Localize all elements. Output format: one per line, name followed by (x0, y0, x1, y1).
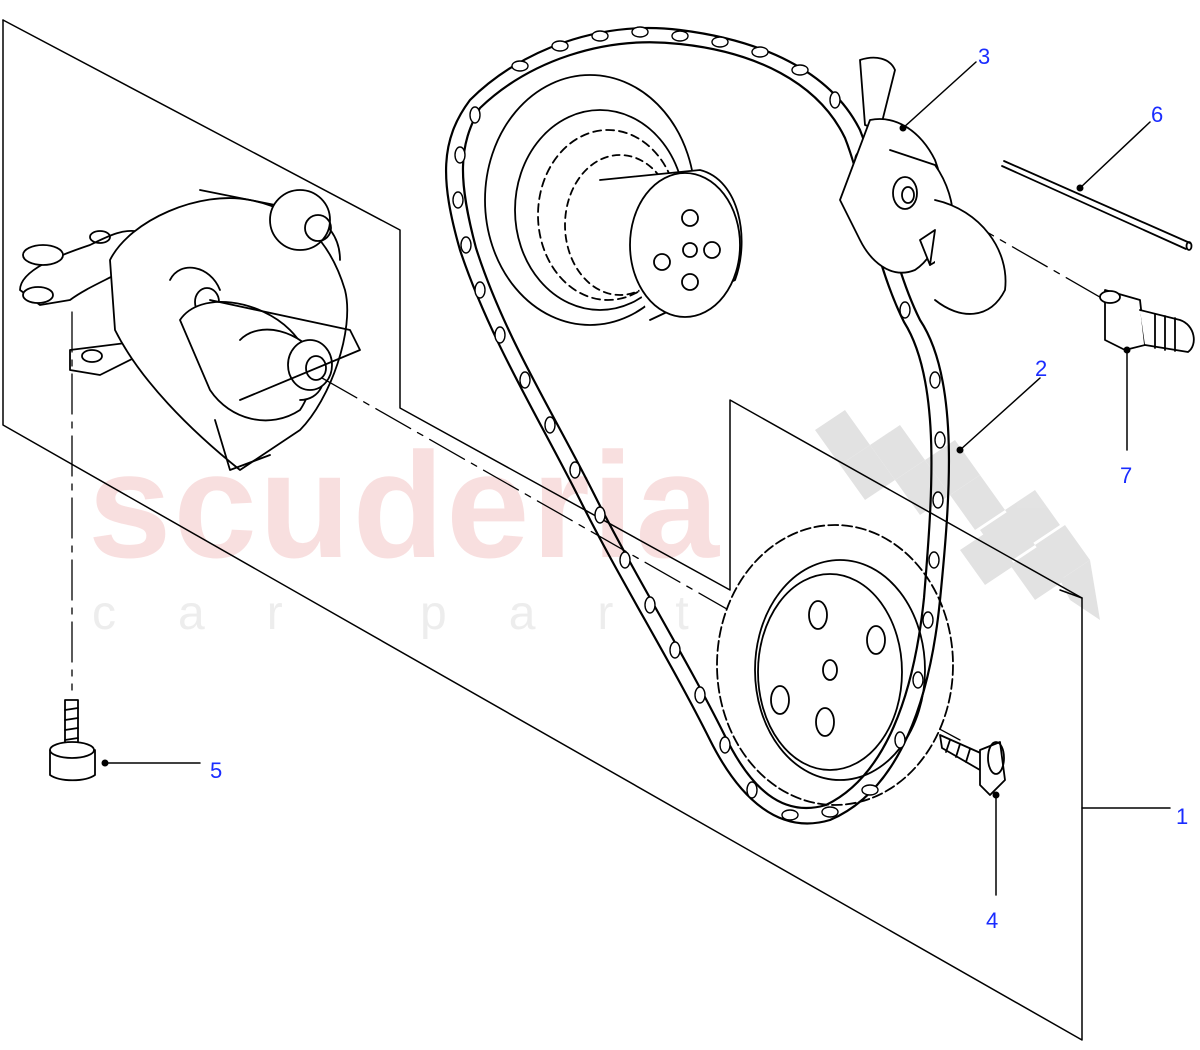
pin-part (1001, 160, 1193, 251)
leader-lines (104, 61, 1151, 896)
watermark-subtext: car parts (92, 587, 837, 640)
leader-line-6 (1079, 121, 1151, 189)
sprocket-bolt (939, 734, 1006, 796)
watermark-text: scuderia (88, 421, 721, 589)
lower-sprocket (716, 524, 954, 806)
pivot-bolt (1099, 289, 1195, 353)
leader-line-2 (959, 377, 1041, 451)
callout-2[interactable]: 2 (1035, 356, 1048, 381)
chain-tensioner (839, 56, 1007, 315)
callout-6[interactable]: 6 (1151, 102, 1164, 127)
timing-chain (444, 26, 951, 825)
callout-5[interactable]: 5 (210, 758, 223, 783)
pump-bolt (49, 699, 96, 782)
callout-1[interactable]: 1 (1176, 804, 1189, 829)
leader-dots (101, 124, 1131, 799)
callout-3[interactable]: 3 (978, 44, 991, 69)
pump-housing (19, 189, 361, 471)
callout-7[interactable]: 7 (1120, 463, 1133, 488)
callout-4[interactable]: 4 (986, 908, 999, 933)
upper-sprocket (484, 74, 743, 326)
leader-line-3 (902, 61, 977, 129)
kit-outline (2, 19, 1083, 1041)
